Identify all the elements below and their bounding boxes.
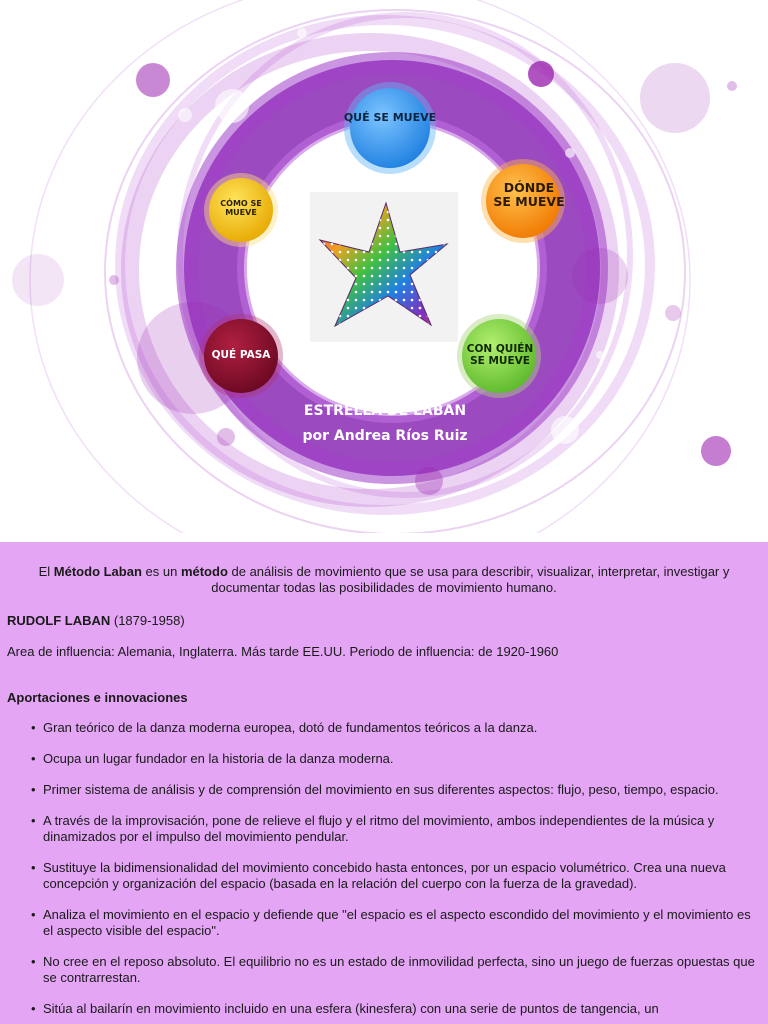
- hero-banner: QUÉ SE MUEVE DÓNDE SE MUEVE CÓMO SE MUEV…: [12, 0, 737, 533]
- como-label-line1: CÓMO SE: [220, 199, 262, 208]
- aportaciones-list: Gran teórico de la danza moderna europea…: [0, 720, 768, 1017]
- con-quien-label-line2: SE MUEVE: [470, 355, 530, 368]
- article-body: El Método Laban es un método de análisis…: [0, 542, 768, 1024]
- list-item: Sitúa al bailarín en movimiento incluido…: [31, 1001, 758, 1017]
- laban-name: RUDOLF LABAN: [7, 613, 111, 628]
- como-se-mueve-bubble: CÓMO SE MUEVE: [205, 199, 277, 217]
- donde-se-mueve-bubble: DÓNDE SE MUEVE: [486, 180, 572, 210]
- que-pasa-bubble: QUÉ PASA: [200, 349, 282, 361]
- intro-text-1: El: [38, 564, 54, 579]
- laban-heading: RUDOLF LABAN (1879-1958): [7, 613, 768, 629]
- que-pasa-label: QUÉ PASA: [211, 349, 271, 361]
- donde-label-line2: SE MUEVE: [493, 194, 565, 210]
- con-quien-se-mueve-bubble: CON QUIÉN SE MUEVE: [458, 343, 542, 367]
- list-item: No cree en el reposo absoluto. El equili…: [31, 954, 758, 986]
- aportaciones-heading: Aportaciones e innovaciones: [7, 690, 188, 705]
- decorative-rings-graphic: [12, 0, 737, 533]
- laban-years: (1879-1958): [110, 613, 185, 628]
- intro-bold-metodo: método: [180, 564, 228, 579]
- area-paragraph: Area de influencia: Alemania, Inglaterra…: [7, 644, 559, 659]
- como-label-line2: MUEVE: [225, 208, 257, 218]
- list-item: A través de la improvisación, pone de re…: [31, 813, 758, 845]
- hero-title: ESTRELLA DE LABAN: [303, 403, 467, 419]
- list-item: Analiza el movimiento en el espacio y de…: [31, 907, 758, 939]
- list-item: Primer sistema de análisis y de comprens…: [31, 782, 758, 798]
- list-item: Gran teórico de la danza moderna europea…: [31, 720, 758, 736]
- intro-text-2: es un: [141, 564, 181, 579]
- que-se-mueve-bubble: QUÉ SE MUEVE: [340, 111, 440, 125]
- intro-bold-metodo-laban: Método Laban: [53, 564, 142, 579]
- intro-text-3: de análisis de movimiento que se usa par…: [211, 564, 730, 595]
- donde-label-line1: DÓNDE: [503, 180, 555, 195]
- list-item: Ocupa un lugar fundador en la historia d…: [31, 751, 758, 767]
- con-quien-label-line1: CON QUIÉN: [466, 343, 534, 355]
- list-item: Sustituye la bidimensionalidad del movim…: [31, 860, 758, 892]
- hero-author: por Andrea Ríos Ruiz: [302, 428, 468, 444]
- que-se-mueve-label: QUÉ SE MUEVE: [343, 111, 437, 124]
- intro-paragraph: El Método Laban es un método de análisis…: [8, 564, 760, 596]
